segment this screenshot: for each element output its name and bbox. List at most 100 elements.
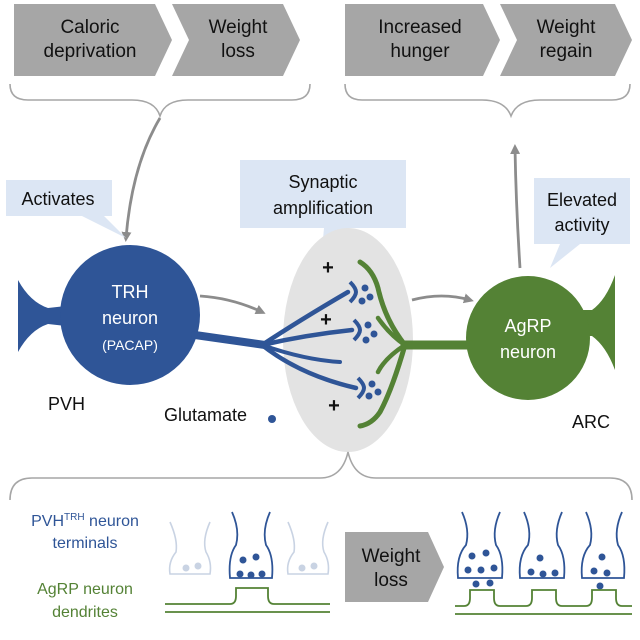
callout-activates: Activates bbox=[6, 180, 126, 238]
blue-terminal-after-2 bbox=[518, 511, 566, 579]
terminals-prefix: PVH bbox=[31, 513, 64, 530]
agrp-soma bbox=[466, 276, 590, 400]
curly-brace-icon-top-right bbox=[344, 83, 631, 119]
vesicle bbox=[365, 392, 373, 400]
plus-sign-1: + bbox=[322, 257, 334, 279]
terminals-sup: TRH bbox=[64, 512, 85, 523]
arrow-trh-to-synapse bbox=[199, 294, 266, 314]
agrp-dendrite-2 bbox=[375, 315, 408, 348]
label-arc: ARC bbox=[572, 412, 610, 432]
callout-elevated-line2: activity bbox=[554, 215, 609, 235]
chevron-bottom-line2: loss bbox=[374, 570, 408, 591]
chevron-caloric-line1: Caloric bbox=[60, 17, 119, 38]
chevron-increased-hunger bbox=[345, 4, 500, 76]
trh-axon bbox=[191, 331, 269, 349]
curly-brace-icon-top-left bbox=[9, 83, 311, 119]
vesicle bbox=[358, 297, 366, 305]
trh-branch-3 bbox=[260, 343, 342, 364]
chevron-weight-loss-line2: loss bbox=[221, 41, 255, 62]
terminals-suffix: neuron bbox=[85, 513, 139, 530]
chevron-hunger-line1: Increased bbox=[378, 17, 461, 38]
top-right-sequence: Increased hunger Weight regain bbox=[345, 4, 632, 76]
vesicle bbox=[477, 566, 485, 574]
callout-synaptic-line1: Synaptic bbox=[288, 172, 357, 192]
vesicle bbox=[551, 569, 559, 577]
label-pvh-trh-terminals: PVHTRH neuron bbox=[31, 512, 139, 530]
chevron-weight-loss-line1: Weight bbox=[209, 17, 269, 38]
curly-brace-icon-bottom bbox=[9, 451, 633, 501]
callout-activates-text: Activates bbox=[21, 189, 94, 209]
dot-icon bbox=[268, 415, 276, 423]
vesicle bbox=[236, 570, 244, 578]
vesicle bbox=[368, 380, 376, 388]
vesicle bbox=[590, 567, 598, 575]
chevron-regain-line1: Weight bbox=[537, 17, 597, 38]
plus-sign-2: + bbox=[320, 309, 332, 331]
agrp-dendrite-right bbox=[578, 275, 615, 370]
trh-branch-2 bbox=[259, 327, 355, 348]
vesicle bbox=[490, 564, 498, 572]
chevron-regain-line2: regain bbox=[540, 41, 593, 62]
label-terminals-line2: terminals bbox=[53, 535, 118, 552]
agrp-line2: neuron bbox=[500, 342, 556, 362]
pale-terminal-right bbox=[286, 521, 330, 575]
vesicle bbox=[464, 566, 472, 574]
agrp-dendrite-1 bbox=[357, 259, 408, 348]
callout-synaptic-amplification: Synaptic amplification bbox=[240, 160, 406, 250]
chevron-caloric-line2: deprivation bbox=[44, 41, 137, 62]
trh-branch-4 bbox=[259, 342, 359, 391]
blue-terminal-center bbox=[228, 511, 274, 579]
bottom-after-panel bbox=[455, 511, 632, 615]
label-agrp-dendrites-line1: AgRP neuron bbox=[37, 581, 133, 598]
vesicle bbox=[361, 284, 369, 292]
callout-elevated-activity: Elevated activity bbox=[534, 178, 630, 268]
chevron-weight-loss-top bbox=[172, 4, 300, 76]
vesicle bbox=[252, 553, 260, 561]
vesicle bbox=[539, 570, 547, 578]
trh-branch-1 bbox=[259, 289, 351, 348]
pale-terminal-left bbox=[168, 521, 212, 575]
chevron-weight-regain bbox=[500, 4, 632, 76]
pale-vesicle bbox=[194, 562, 202, 570]
trh-neuron: TRH neuron (PACAP) bbox=[18, 245, 382, 400]
vesicle bbox=[598, 553, 606, 561]
vesicle bbox=[468, 552, 476, 560]
arrow-synapse-to-agrp bbox=[411, 293, 474, 304]
agrp-neuron: AgRP neuron bbox=[357, 259, 615, 429]
trh-soma bbox=[60, 245, 200, 385]
trh-bouton-2 bbox=[352, 318, 363, 342]
pale-vesicle bbox=[182, 564, 190, 572]
vesicle bbox=[486, 579, 494, 587]
green-dendrite-after bbox=[455, 589, 632, 615]
trh-line1: TRH bbox=[112, 282, 149, 302]
pale-vesicle bbox=[298, 564, 306, 572]
vesicle bbox=[536, 554, 544, 562]
pale-vesicle bbox=[310, 562, 318, 570]
vesicle bbox=[247, 571, 255, 579]
chevron-weight-loss-bottom bbox=[345, 532, 444, 602]
top-left-sequence: Caloric deprivation Weight loss bbox=[14, 4, 300, 76]
trh-line3: (PACAP) bbox=[102, 337, 158, 353]
blue-terminal-after-3 bbox=[580, 511, 626, 579]
vesicle bbox=[362, 336, 370, 344]
bottom-before-panel bbox=[165, 511, 330, 613]
vesicle bbox=[366, 293, 374, 301]
arrow-agrp-to-regain bbox=[510, 144, 522, 269]
trh-dendrite-left bbox=[18, 280, 66, 352]
label-agrp-dendrites-line2: dendrites bbox=[52, 604, 118, 621]
vesicle bbox=[374, 388, 382, 396]
green-dendrite-before bbox=[165, 587, 330, 613]
chevron-bottom-line1: Weight bbox=[362, 546, 422, 567]
chevron-hunger-line2: hunger bbox=[390, 41, 450, 62]
vesicle bbox=[527, 568, 535, 576]
vesicle bbox=[596, 582, 604, 590]
vesicle bbox=[239, 556, 247, 564]
trh-bouton-3 bbox=[356, 376, 367, 400]
trh-bouton-1 bbox=[348, 280, 359, 304]
trh-line2: neuron bbox=[102, 308, 158, 328]
agrp-line1: AgRP bbox=[504, 316, 551, 336]
label-pvh: PVH bbox=[48, 394, 85, 414]
vesicle bbox=[603, 569, 611, 577]
vesicle bbox=[258, 570, 266, 578]
